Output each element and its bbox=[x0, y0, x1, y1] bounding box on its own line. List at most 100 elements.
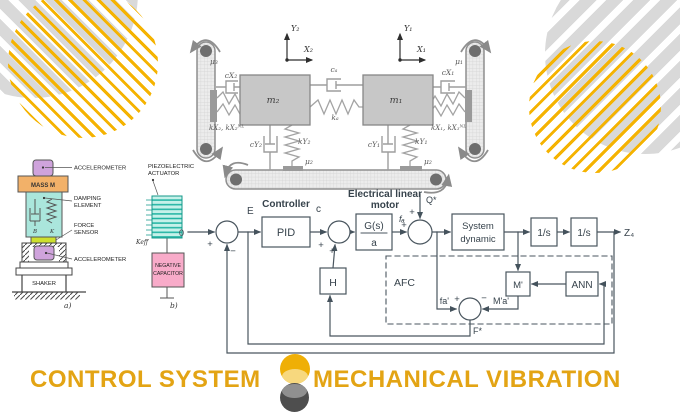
y1-label: Y₁ bbox=[404, 24, 413, 33]
summer-3 bbox=[407, 219, 433, 245]
leader-line bbox=[46, 252, 73, 260]
mass-m2-box bbox=[239, 74, 311, 126]
left-belt-pulley-top bbox=[200, 45, 212, 57]
mass-m2-label: m₂ bbox=[267, 95, 280, 106]
leader-line bbox=[44, 197, 73, 202]
mass-label: MASS M bbox=[31, 183, 55, 189]
gs-denominator: a bbox=[371, 238, 377, 249]
mu2-label-left: μ₂ bbox=[305, 157, 313, 166]
rotation-arrow bbox=[189, 39, 221, 54]
mu2-label-right: μ₂ bbox=[424, 157, 432, 166]
ma-prime-label: M'a' bbox=[493, 296, 509, 306]
sign-minus: − bbox=[481, 293, 487, 304]
kx2-label: kX₂, kX₂ᴺᴸ bbox=[209, 124, 244, 132]
summer-afc bbox=[458, 297, 482, 321]
logo-gray-circle-icon bbox=[280, 383, 309, 412]
left-belt-pulley-bottom bbox=[200, 143, 212, 155]
leader-dot bbox=[151, 178, 155, 182]
integrator-1-box bbox=[530, 217, 558, 247]
spring-kx1-nl bbox=[429, 102, 466, 118]
h-box bbox=[319, 267, 347, 295]
negative-capacitor-label-1: NEGATIVE bbox=[155, 263, 181, 269]
caption-a: a) bbox=[64, 301, 71, 310]
sign-plus: + bbox=[454, 294, 460, 305]
h-label: H bbox=[329, 277, 337, 289]
electrode-ticks bbox=[146, 199, 152, 236]
title-control-system: CONTROL SYSTEM bbox=[30, 366, 261, 393]
motor-transfer-box bbox=[355, 213, 393, 251]
integrator-1-label: 1/s bbox=[537, 228, 550, 239]
decoration-yellow-stripes-top-left bbox=[8, 0, 158, 138]
fstar-label: F* bbox=[473, 326, 482, 336]
cx1-label: cX₁ bbox=[442, 68, 455, 77]
error-label: E bbox=[247, 206, 254, 217]
leader-dot bbox=[41, 166, 45, 169]
motor-label-2: motor bbox=[371, 200, 399, 211]
c-label: c bbox=[316, 204, 321, 215]
mprime-label: M' bbox=[513, 280, 523, 291]
wire-z4-feedback bbox=[224, 231, 615, 354]
logo-yellow-circle-icon bbox=[280, 354, 310, 384]
gs-numerator: G(s) bbox=[364, 221, 383, 232]
rotation-arrow bbox=[222, 161, 249, 179]
piezo-label-1: PIEZOELECTRIC bbox=[148, 164, 194, 170]
rotation-arrow bbox=[192, 146, 223, 163]
ca-label: cₐ bbox=[330, 65, 337, 74]
cy1-label: cY₁ bbox=[368, 140, 380, 149]
sign-plus: + bbox=[207, 239, 213, 250]
wire-mprime-to-summer bbox=[481, 295, 519, 312]
damper-ca bbox=[310, 78, 363, 92]
afc-label: AFC bbox=[394, 277, 415, 289]
x2-label: X₂ bbox=[303, 45, 313, 54]
fa-prime-label: fa' bbox=[440, 296, 450, 306]
piezo-label-2: ACTUATOR bbox=[148, 171, 179, 177]
right-belt-pulley-top bbox=[469, 45, 481, 57]
qstar-label: Q* bbox=[426, 195, 437, 205]
wire-error-to-ann bbox=[247, 231, 606, 345]
shaker-diagram: MASS M B K SHAKER a) ACCELEROMETER DAMPI… bbox=[12, 159, 126, 310]
ka-label: kₐ bbox=[331, 113, 339, 122]
piezo-diagram: PIEZOELECTRIC ACTUATOR Keff NEGATIVE CAP… bbox=[135, 164, 194, 310]
accelerometer-bottom-label: ACCELEROMETER bbox=[74, 257, 126, 263]
rotation-arrow bbox=[423, 173, 453, 194]
afc-dashed-box bbox=[385, 255, 613, 325]
shaker-legs bbox=[21, 275, 67, 292]
bottom-contact-pad-right bbox=[400, 166, 422, 171]
pid-box bbox=[261, 216, 311, 248]
system-dynamic-box bbox=[451, 213, 505, 251]
damper-cx1 bbox=[433, 80, 466, 94]
wire-fa-to-afc bbox=[436, 231, 458, 312]
left-contact-pad bbox=[210, 90, 217, 122]
right-contact-pad bbox=[465, 90, 472, 122]
integrator-2-box bbox=[570, 217, 598, 247]
caption-b: b) bbox=[170, 301, 178, 310]
right-belt-pulley-bottom bbox=[469, 143, 481, 155]
damper-cy2 bbox=[263, 125, 278, 170]
mu3-label: μ₃ bbox=[210, 57, 218, 66]
logo-yellow-shine bbox=[282, 369, 308, 384]
fa-label: fₐ bbox=[399, 214, 405, 224]
bottom-belt-pulley-left bbox=[230, 173, 242, 186]
spring-ky2 bbox=[282, 124, 302, 166]
leader-line bbox=[152, 180, 159, 196]
summer-2 bbox=[327, 220, 351, 244]
integrator-2-label: 1/s bbox=[577, 228, 590, 239]
bottom-belt bbox=[225, 169, 447, 190]
spring-kx1 bbox=[428, 90, 466, 108]
axes-origin bbox=[285, 58, 289, 62]
force-sensor-box bbox=[30, 236, 57, 244]
negative-capacitor-label-2: CAPACITOR bbox=[153, 271, 183, 277]
x1-label: X₁ bbox=[416, 45, 426, 54]
force-label-1: FORCE bbox=[74, 223, 94, 229]
sign-plus: + bbox=[318, 240, 324, 251]
rotation-arrow bbox=[458, 146, 489, 163]
logo-gray-shine bbox=[282, 384, 307, 398]
wire-h-to-summer bbox=[331, 243, 338, 269]
logo bbox=[279, 352, 311, 412]
shaker-label: SHAKER bbox=[32, 281, 56, 287]
negative-capacitor-box bbox=[151, 252, 185, 288]
damper-cy1 bbox=[381, 125, 396, 170]
y2-label: Y₂ bbox=[291, 24, 300, 33]
